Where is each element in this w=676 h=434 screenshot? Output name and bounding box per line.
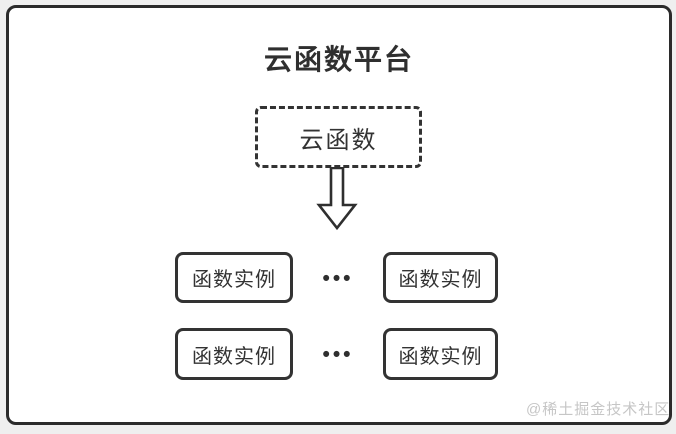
diagram-title: 云函数平台 [263, 44, 414, 75]
function-instance-label: 函数实例 [192, 269, 276, 291]
function-instance-label: 函数实例 [398, 269, 483, 291]
watermark-text: @稀土掘金技术社区 [526, 401, 671, 418]
cloud-function-label: 云函数 [299, 126, 378, 154]
cloud-function-node: 云函数 [255, 106, 422, 168]
function-instance-node: 函数实例 [383, 252, 498, 303]
function-instance-node: 函数实例 [175, 252, 293, 303]
down-arrow-icon [316, 167, 358, 231]
function-instance-label: 函数实例 [192, 345, 276, 368]
function-instance-label: 函数实例 [398, 345, 483, 368]
function-instance-node: 函数实例 [383, 328, 498, 380]
function-instance-node: 函数实例 [175, 328, 293, 380]
ellipsis-row-2: ••• [322, 343, 354, 366]
ellipsis-row-1: ••• [322, 267, 354, 290]
